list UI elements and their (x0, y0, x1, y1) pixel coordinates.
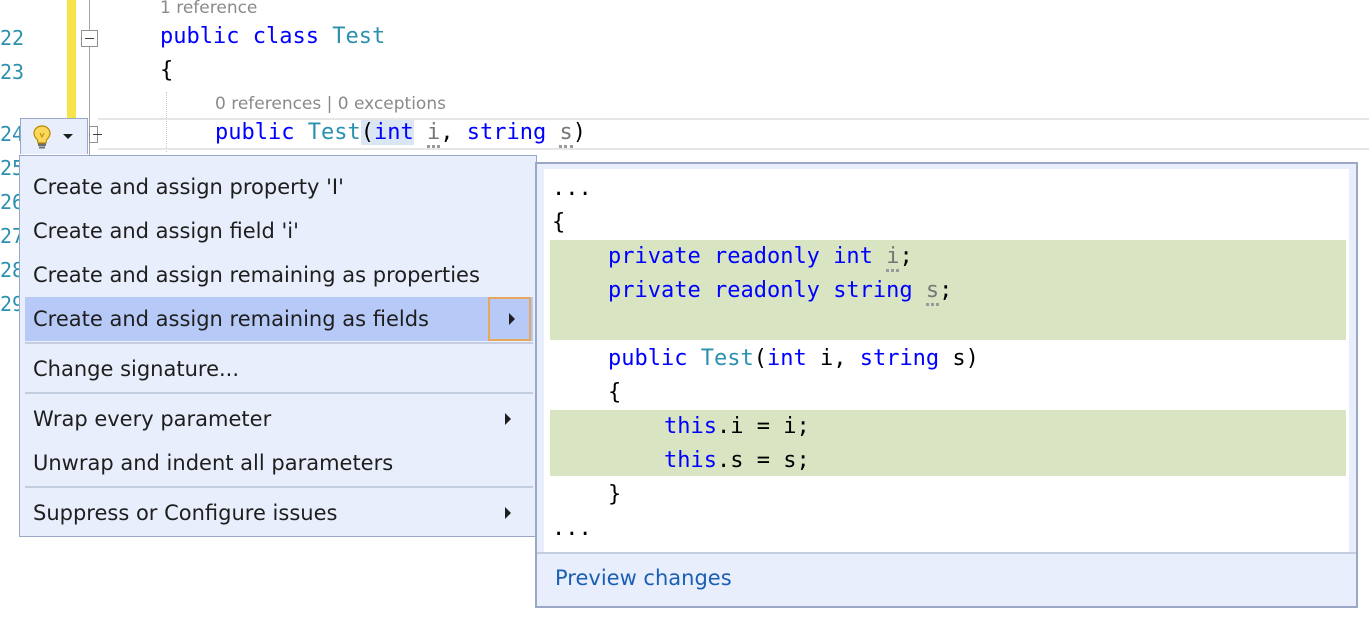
codelens-separator: | (326, 94, 333, 114)
code-token: string (466, 120, 547, 145)
code-token: Test (307, 120, 361, 145)
chevron-right-icon (505, 413, 511, 425)
menu-item-label: Create and assign property 'I' (33, 175, 344, 199)
menu-item-label: Create and assign remaining as fields (33, 307, 429, 331)
menu-item-label: Suppress or Configure issues (33, 501, 338, 525)
code-token: int (373, 120, 414, 145)
menu-item-suppress-configure[interactable]: Suppress or Configure issues (25, 491, 533, 535)
preview-line: this.s = s; (664, 448, 810, 473)
change-tracking-bar (67, 0, 76, 118)
line-number: 22 (0, 26, 25, 50)
code-token: string (859, 346, 940, 371)
code-token: s (559, 120, 573, 148)
menu-item-unwrap-parameters[interactable]: Unwrap and indent all parameters (25, 441, 533, 485)
code-token: public (215, 120, 295, 145)
code-token: private (608, 244, 701, 269)
code-token: private (608, 278, 701, 303)
menu-separator (25, 342, 533, 344)
outlining-guide (89, 0, 90, 160)
code-token: string (833, 278, 913, 303)
line-number: 23 (0, 60, 25, 84)
preview-code-area: ... { private readonly int i; private re… (544, 169, 1349, 552)
code-token: Test (700, 346, 754, 371)
preview-line: public Test(int i, string s) (608, 346, 979, 371)
code-token: i (886, 244, 900, 272)
code-token: i (426, 120, 441, 148)
preview-changes-link[interactable]: Preview changes (555, 566, 732, 590)
chevron-right-icon (509, 313, 515, 325)
code-token: class (252, 24, 319, 49)
preview-pane: ... { private readonly int i; private re… (535, 162, 1358, 608)
submenu-expand-button[interactable] (488, 297, 531, 341)
preview-separator (537, 552, 1356, 554)
menu-item-change-signature[interactable]: Change signature... (25, 347, 533, 391)
menu-item-remaining-fields[interactable]: Create and assign remaining as fields (25, 297, 533, 341)
preview-line: ... (552, 516, 592, 541)
code-token: ; (899, 244, 913, 269)
lightbulb-icon (33, 124, 51, 148)
code-token: public (160, 24, 240, 49)
menu-item-create-property[interactable]: Create and assign property 'I' (25, 165, 533, 209)
code-line-23: { (160, 58, 174, 83)
code-token: readonly (713, 278, 820, 303)
code-token: ; (939, 278, 953, 303)
preview-line: ... (552, 176, 592, 201)
code-token: ( (753, 346, 767, 371)
code-token: ) (572, 120, 586, 145)
code-token: .s = s; (716, 448, 810, 473)
code-token: public (608, 346, 688, 371)
code-token: this (664, 448, 717, 473)
code-token: int (833, 244, 873, 269)
quick-actions-button[interactable] (20, 118, 88, 154)
code-token: ( (360, 120, 374, 145)
indent-guide (166, 92, 167, 152)
code-token: readonly (713, 244, 820, 269)
menu-item-label: Change signature... (33, 357, 240, 381)
menu-item-label: Create and assign field 'i' (33, 219, 299, 243)
preview-line: } (608, 482, 622, 507)
chevron-right-icon (505, 507, 511, 519)
collapse-ctor-icon[interactable] (89, 126, 102, 143)
caret-down-icon[interactable] (63, 134, 73, 139)
preview-line: private readonly int i; (608, 244, 913, 272)
menu-item-remaining-properties[interactable]: Create and assign remaining as propertie… (25, 253, 533, 297)
menu-item-label: Create and assign remaining as propertie… (33, 263, 480, 287)
codelens-references-count: 0 references (215, 94, 322, 114)
menu-item-wrap-parameters[interactable]: Wrap every parameter (25, 397, 533, 441)
code-line-22: public class Test (160, 24, 385, 49)
code-token: this (664, 414, 717, 439)
codelens-references[interactable]: 1 reference (160, 0, 258, 18)
code-token: .i = i; (716, 414, 810, 439)
code-token: s (925, 278, 940, 306)
preview-line: this.i = i; (664, 414, 810, 439)
menu-item-label: Wrap every parameter (33, 407, 272, 431)
code-token: s) (939, 346, 979, 371)
code-token: int (766, 346, 807, 371)
preview-line: { (552, 210, 566, 235)
diff-added-block (550, 410, 1346, 476)
preview-line: { (608, 380, 622, 405)
collapse-class-icon[interactable] (81, 30, 98, 47)
code-token: i, (806, 346, 860, 371)
code-token: Test (332, 24, 386, 49)
current-line-highlight (98, 118, 1369, 150)
diff-added-block (550, 240, 1346, 340)
menu-item-create-field[interactable]: Create and assign field 'i' (25, 209, 533, 253)
codelens-constructor[interactable]: 0 references | 0 exceptions (215, 94, 446, 114)
menu-item-label: Unwrap and indent all parameters (33, 451, 394, 475)
code-token: , (440, 120, 454, 145)
codelens-exceptions-count: 0 exceptions (337, 94, 446, 114)
quick-actions-menu: Create and assign property 'I' Create an… (19, 155, 537, 537)
menu-separator (25, 486, 533, 488)
menu-separator (25, 392, 533, 394)
preview-line: private readonly string s; (608, 278, 953, 306)
code-line-24: public Test(int i, string s) (215, 120, 586, 148)
